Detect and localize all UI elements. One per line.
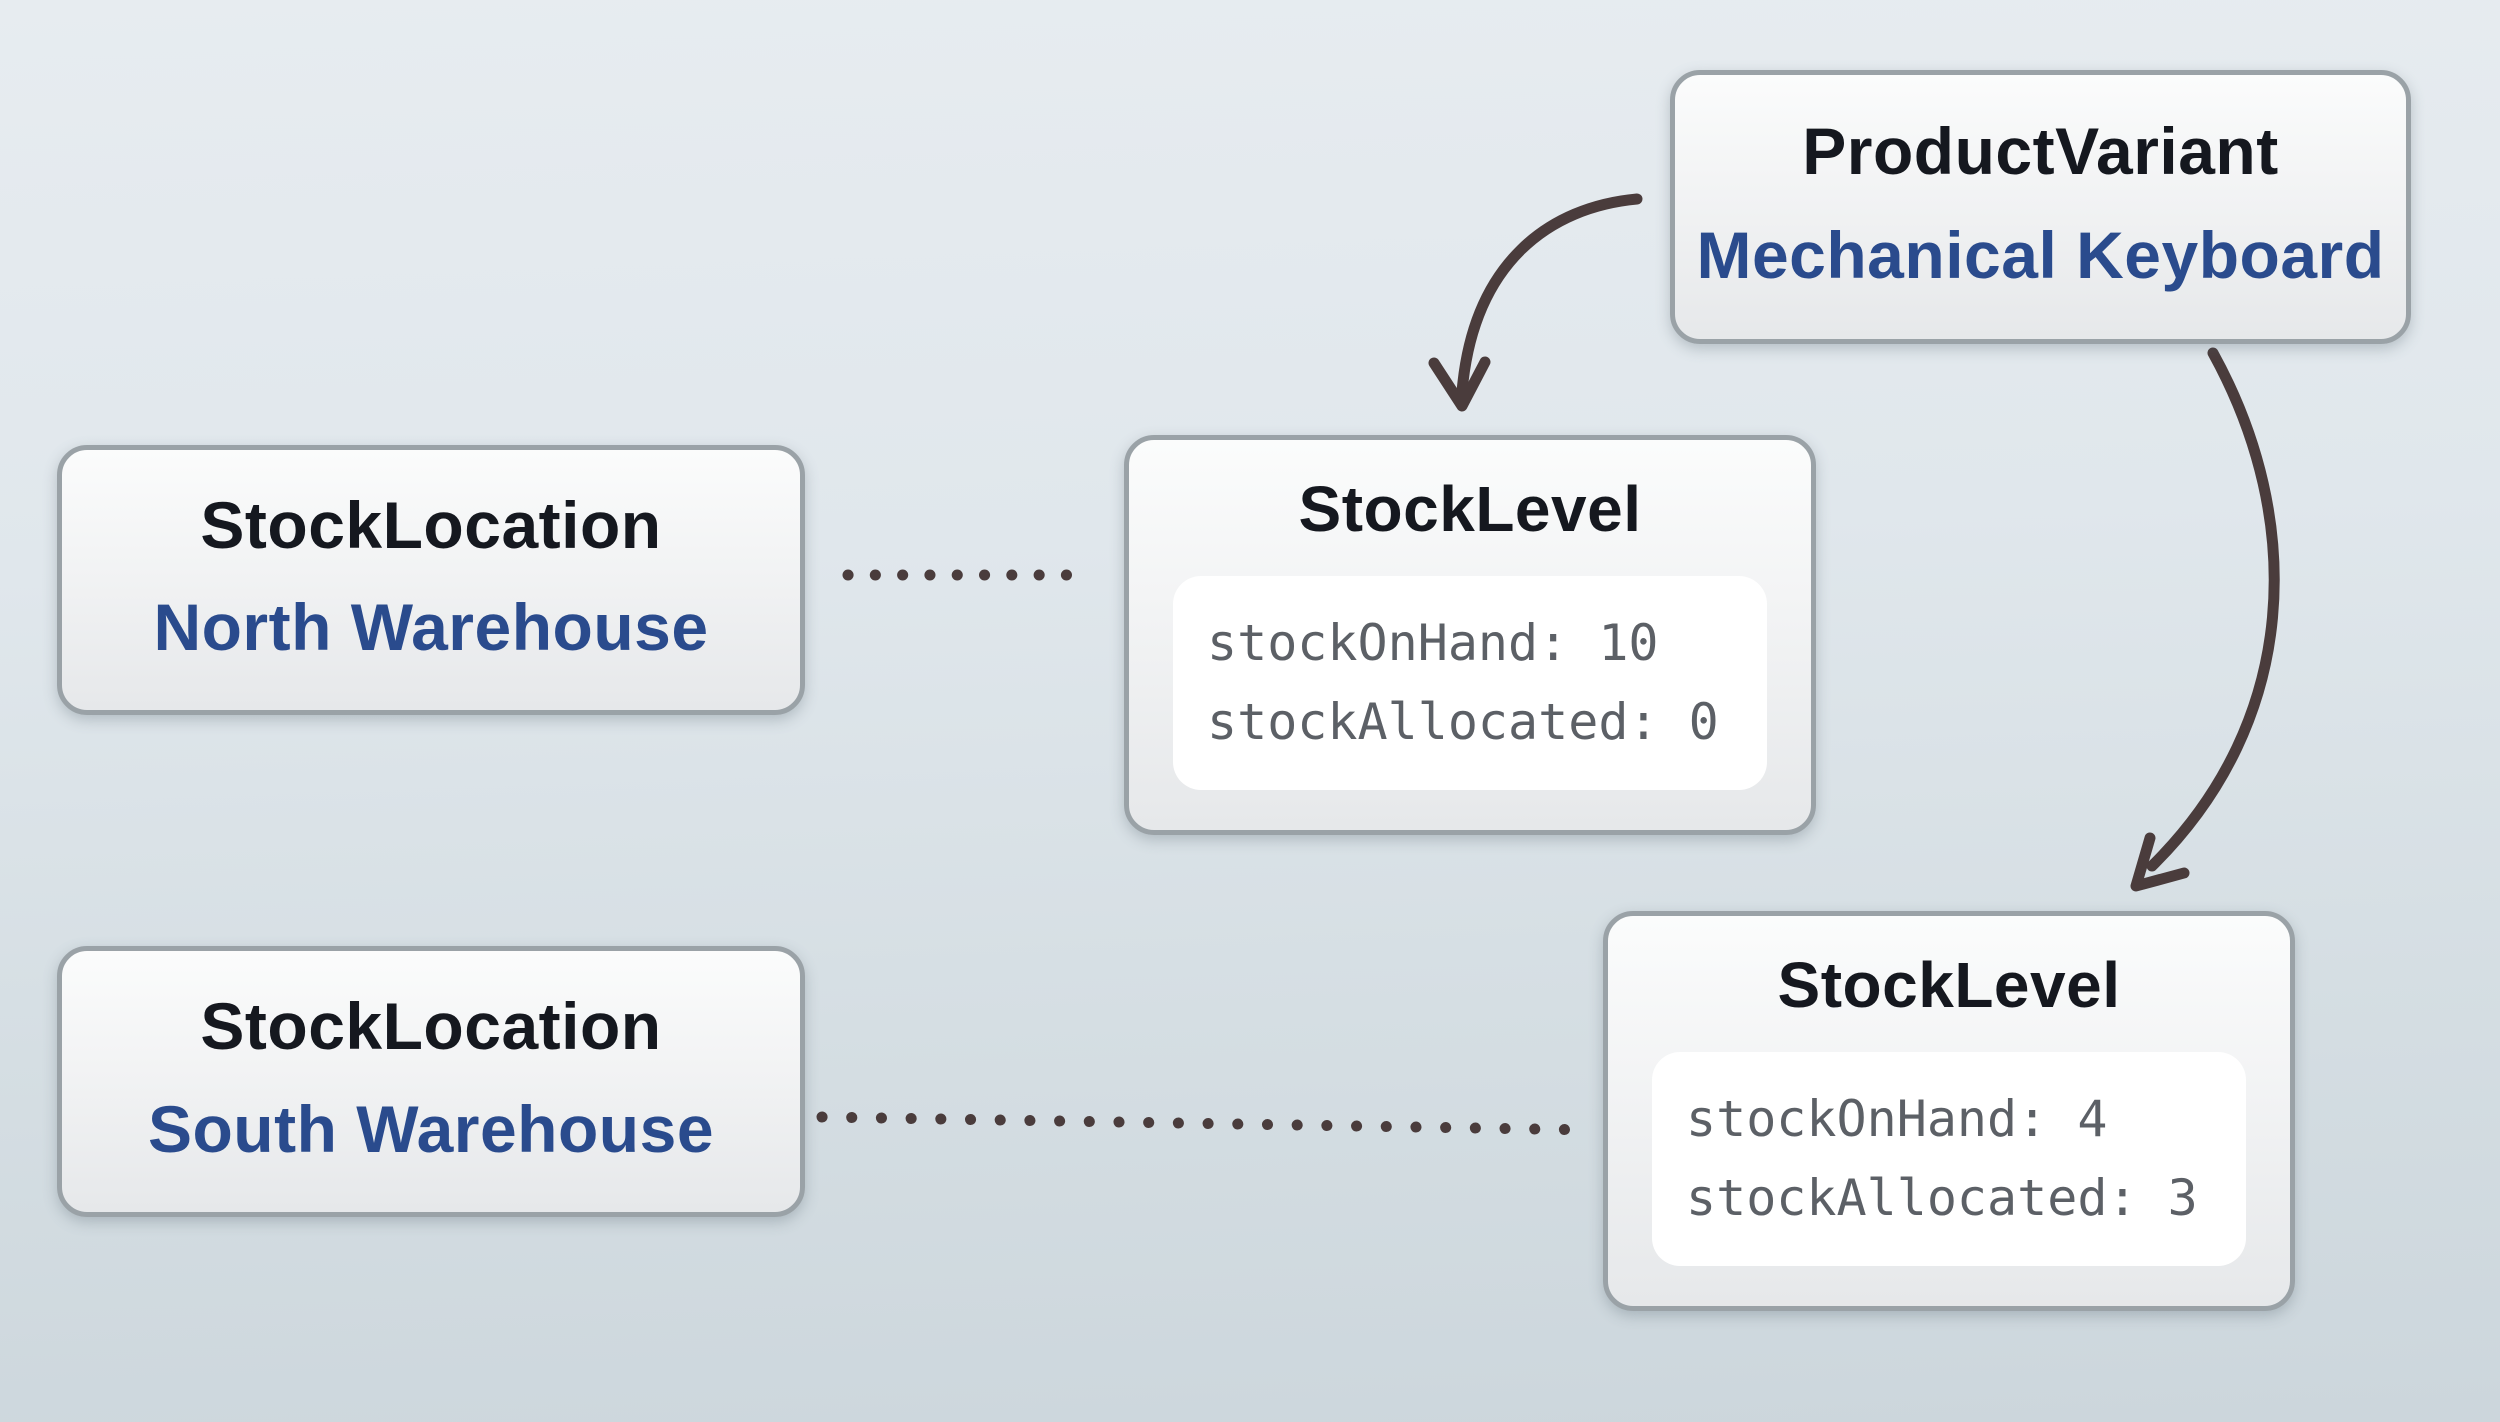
stock-fields-panel: stockOnHand: 10 stockAllocated: 0: [1173, 576, 1767, 790]
entity-type-label: StockLocation: [200, 487, 662, 562]
arrow-productvariant-to-stocklevel-south: [2146, 347, 2280, 872]
entity-type-label: ProductVariant: [1802, 114, 2279, 188]
entity-type-label: StockLocation: [200, 989, 662, 1063]
node-stock-level-south: StockLevel stockOnHand: 4 stockAllocated…: [1603, 911, 2295, 1311]
node-stock-location-north: StockLocation North Warehouse: [57, 445, 805, 715]
stock-allocated-field: stockAllocated: 3: [1686, 1169, 2198, 1227]
entity-type-label: StockLevel: [1298, 473, 1642, 545]
node-product-variant: ProductVariant Mechanical Keyboard: [1670, 70, 2411, 344]
entity-name-label: North Warehouse: [153, 590, 709, 665]
node-stock-level-north: StockLevel stockOnHand: 10 stockAllocate…: [1124, 435, 1816, 835]
stock-fields-panel: stockOnHand: 4 stockAllocated: 3: [1652, 1052, 2246, 1266]
stock-allocated-field: stockAllocated: 0: [1207, 693, 1719, 751]
dotted-link-south: [816, 1111, 1598, 1136]
entity-name-label: South Warehouse: [147, 1092, 715, 1166]
arrowhead-stocklevel-south: [2130, 832, 2190, 892]
stock-on-hand-field: stockOnHand: 10: [1207, 614, 1659, 672]
entity-type-label: StockLevel: [1777, 949, 2121, 1021]
arrow-productvariant-to-stocklevel-north: [1456, 193, 1643, 398]
node-stock-location-south: StockLocation South Warehouse: [57, 946, 805, 1217]
stock-on-hand-field: stockOnHand: 4: [1686, 1090, 2108, 1148]
arrowhead-stocklevel-north: [1428, 356, 1491, 412]
entity-name-label: Mechanical Keyboard: [1696, 218, 2385, 292]
